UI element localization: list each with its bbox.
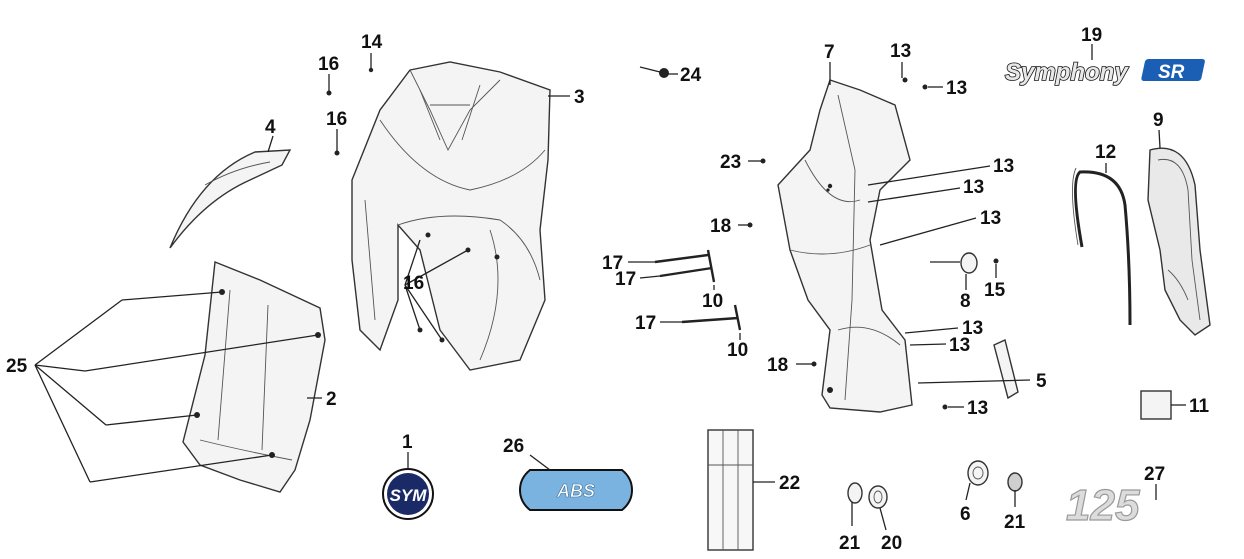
brand-suffix-text: SR <box>1158 62 1185 83</box>
symphony-sr-logo: Symphony SR <box>1004 58 1205 87</box>
callout-17-b: 17 <box>615 269 636 290</box>
seal-ring-part <box>1147 147 1211 336</box>
callout-22: 22 <box>779 473 800 494</box>
callout-24: 24 <box>680 65 702 86</box>
callout-11: 11 <box>1189 396 1210 417</box>
side-trim-part <box>169 149 292 249</box>
leader-lines <box>34 44 1186 531</box>
small-bolts <box>326 67 948 410</box>
screw-part <box>639 66 669 78</box>
callout-27: 27 <box>1144 464 1165 485</box>
callout-16-mid: 16 <box>326 109 347 130</box>
grommet-part <box>960 252 999 274</box>
callout-10-a: 10 <box>702 291 723 312</box>
callout-15: 15 <box>984 280 1006 301</box>
callout-18-b: 18 <box>767 355 788 376</box>
callout-13-g: 13 <box>949 335 970 356</box>
callout-9: 9 <box>1153 110 1164 131</box>
brand-name-text: Symphony <box>1005 59 1129 86</box>
bracket-rods <box>654 249 742 331</box>
callout-13-a: 13 <box>890 41 911 62</box>
callout-13-c: 13 <box>993 156 1014 177</box>
abs-badge: ABS <box>518 469 634 511</box>
callout-8: 8 <box>960 291 971 312</box>
rubber-strip-part <box>1071 167 1132 326</box>
front-inner-panel-part <box>777 79 913 413</box>
callout-numbers: 14 16 16 16 3 4 24 25 2 1 26 22 7 13 13 … <box>6 25 1210 554</box>
callout-2: 2 <box>326 389 337 410</box>
callout-6: 6 <box>960 504 971 525</box>
callout-20: 20 <box>881 533 902 554</box>
model-125-logo: 125 <box>1066 481 1140 530</box>
callout-13-d: 13 <box>963 177 984 198</box>
callout-23: 23 <box>720 152 741 173</box>
washers <box>847 460 1023 509</box>
callout-13-b: 13 <box>946 78 967 99</box>
callout-18-a: 18 <box>710 216 731 237</box>
callout-5: 5 <box>1036 371 1047 392</box>
callout-16-top: 16 <box>318 54 339 75</box>
callout-19: 19 <box>1081 25 1102 46</box>
front-cover-part <box>351 61 551 371</box>
callout-17-a: 17 <box>602 253 623 274</box>
sym-emblem: SYM <box>382 468 434 520</box>
callout-4: 4 <box>265 117 276 138</box>
decal-sheet-part <box>707 429 754 551</box>
callout-7: 7 <box>824 42 835 63</box>
callout-3: 3 <box>574 87 585 108</box>
callout-13-e: 13 <box>980 208 1001 229</box>
square-pad-part <box>1140 390 1172 420</box>
abs-badge-text: ABS <box>556 481 595 501</box>
small-bracket-part <box>993 339 1019 400</box>
callout-21-b: 21 <box>1004 512 1026 533</box>
callout-13-f: 13 <box>962 318 983 339</box>
callout-1: 1 <box>402 432 413 453</box>
callout-10-b: 10 <box>727 340 748 361</box>
callout-26: 26 <box>503 436 524 457</box>
callout-17-c: 17 <box>635 313 656 334</box>
sym-emblem-text: SYM <box>390 486 428 505</box>
callout-16-center: 16 <box>403 273 424 294</box>
callout-25: 25 <box>6 356 28 377</box>
callout-14: 14 <box>361 32 383 53</box>
callout-12: 12 <box>1095 142 1116 163</box>
callout-13-h: 13 <box>967 398 988 419</box>
callout-21-a: 21 <box>839 533 861 554</box>
